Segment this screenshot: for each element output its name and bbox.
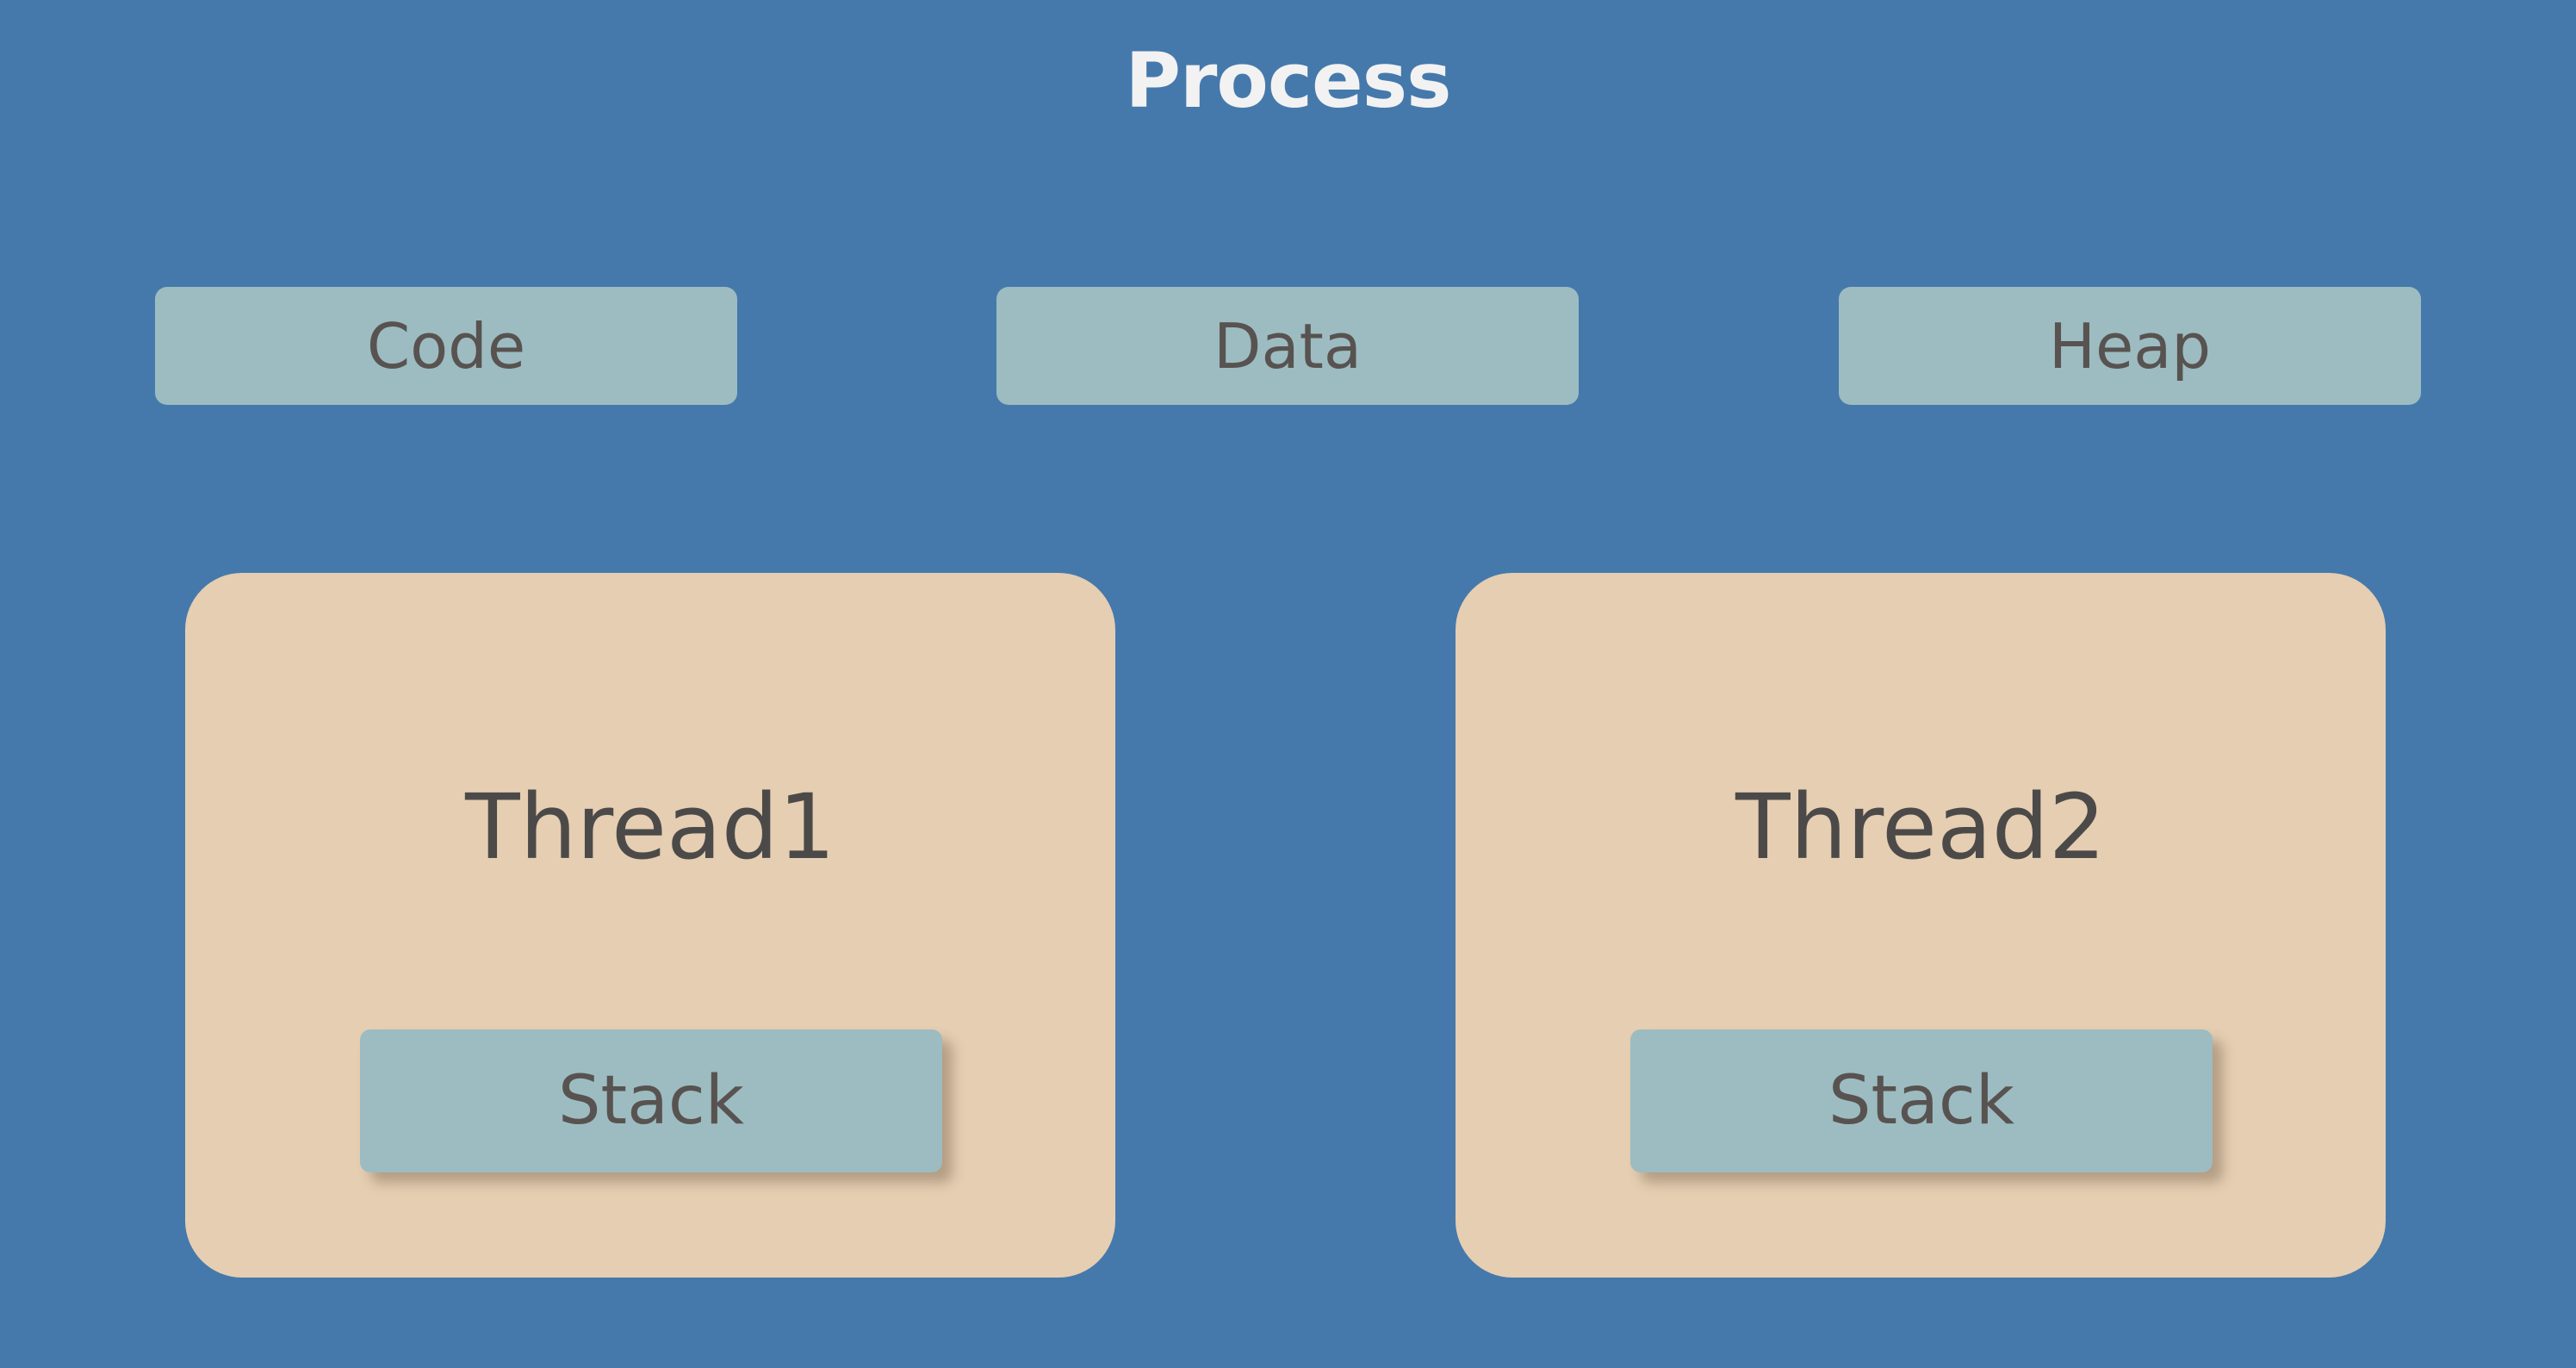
- segment-label-heap: Heap: [2048, 309, 2212, 382]
- segment-box-code: Code: [155, 287, 737, 405]
- thread-box-thread1: Thread1 Stack: [185, 573, 1115, 1278]
- stack-box-thread1: Stack: [360, 1029, 942, 1172]
- stack-label-thread2: Stack: [1828, 1062, 2014, 1140]
- thread-box-thread2: Thread2 Stack: [1456, 573, 2386, 1278]
- stack-label-thread1: Stack: [558, 1062, 744, 1140]
- stack-box-thread2: Stack: [1630, 1029, 2213, 1172]
- thread-label-thread2: Thread2: [1735, 774, 2106, 880]
- segment-box-data: Data: [996, 287, 1579, 405]
- thread-label-thread1: Thread1: [465, 774, 835, 880]
- page-title: Process: [1125, 36, 1452, 125]
- segment-label-data: Data: [1214, 309, 1362, 382]
- segment-label-code: Code: [366, 309, 526, 382]
- segment-box-heap: Heap: [1839, 287, 2421, 405]
